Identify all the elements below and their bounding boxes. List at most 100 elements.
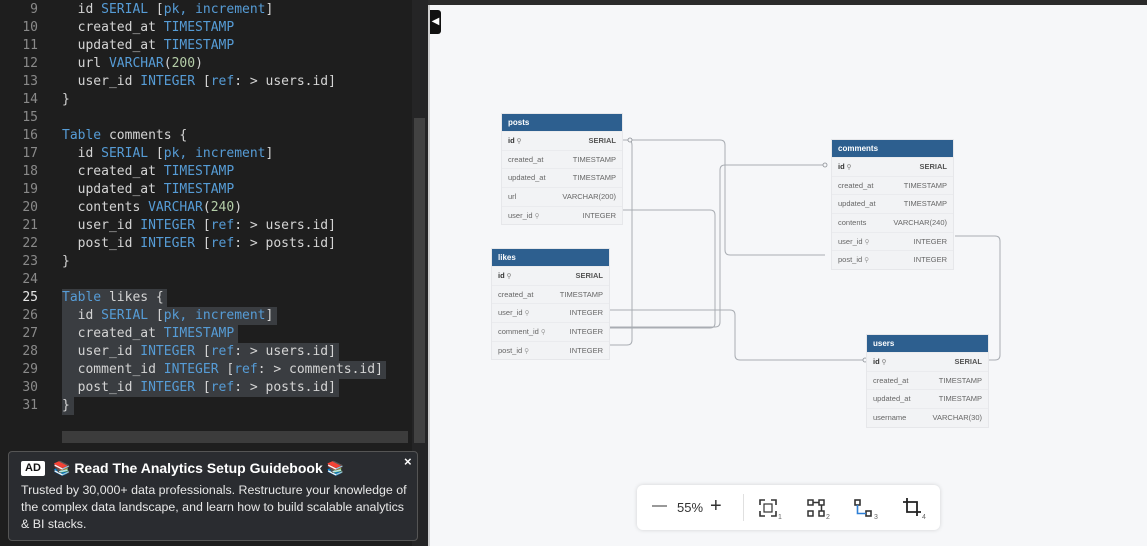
code-token: Table bbox=[62, 128, 102, 143]
table-field-row[interactable]: comment_id⚲INTEGER bbox=[492, 322, 609, 341]
code-token: 200 bbox=[171, 56, 196, 71]
table-field-row[interactable]: id⚲SERIAL bbox=[492, 266, 609, 285]
selection-highlight bbox=[62, 289, 168, 307]
code-line[interactable]: 24 bbox=[0, 271, 410, 289]
code-token: ) bbox=[195, 56, 203, 71]
code-line[interactable]: 10 created_at TIMESTAMP bbox=[0, 19, 410, 37]
table-field-row[interactable]: post_id⚲INTEGER bbox=[492, 340, 609, 360]
collapse-panel-button[interactable]: ◀ bbox=[430, 10, 441, 34]
code-token: INTEGER bbox=[140, 380, 196, 395]
code-line[interactable]: 30 post_id INTEGER [ref: > posts.id] bbox=[0, 379, 410, 397]
top-bar bbox=[428, 0, 1147, 5]
table-header[interactable]: likes bbox=[492, 249, 609, 266]
table-header[interactable]: users bbox=[867, 335, 988, 352]
code-line[interactable]: 19 updated_at TIMESTAMP bbox=[0, 181, 410, 199]
field-type: SERIAL bbox=[919, 162, 947, 171]
editor-horizontal-scrollbar[interactable] bbox=[62, 431, 408, 443]
close-icon[interactable]: × bbox=[404, 454, 412, 469]
table-field-row[interactable]: id⚲SERIAL bbox=[832, 157, 953, 176]
field-name: created_at bbox=[498, 286, 533, 304]
code-token: : > users.id] bbox=[234, 344, 336, 359]
code-token: TIMESTAMP bbox=[163, 164, 235, 179]
code-text: user_id INTEGER [ref: > users.id] bbox=[62, 73, 336, 91]
editor-scrollbar-thumb[interactable] bbox=[414, 118, 425, 443]
code-text: } bbox=[62, 91, 70, 109]
ad-banner[interactable]: AD 📚 Read The Analytics Setup Guidebook … bbox=[8, 451, 418, 541]
field-name-text: created_at bbox=[508, 154, 544, 164]
table-field-row[interactable]: user_id⚲INTEGER bbox=[492, 303, 609, 322]
code-token: INTEGER bbox=[140, 74, 196, 89]
table-header[interactable]: comments bbox=[832, 140, 953, 157]
fit-view-icon[interactable] bbox=[759, 499, 777, 517]
connector-style-icon[interactable] bbox=[854, 499, 872, 517]
code-line[interactable]: 17 id SERIAL [pk, increment] bbox=[0, 145, 410, 163]
diagram-toolbar: — 55% + 1 2 3 4 bbox=[637, 485, 940, 530]
code-line[interactable]: 12 url VARCHAR(200) bbox=[0, 55, 410, 73]
code-line[interactable]: 13 user_id INTEGER [ref: > users.id] bbox=[0, 73, 410, 91]
code-token: pk, increment bbox=[163, 308, 266, 323]
code-line[interactable]: 18 created_at TIMESTAMP bbox=[0, 163, 410, 181]
auto-arrange-icon[interactable] bbox=[807, 499, 825, 517]
field-name-text: updated_at bbox=[838, 199, 876, 209]
table-field-row[interactable]: user_id⚲INTEGER bbox=[502, 205, 622, 225]
field-name-text: id bbox=[508, 136, 515, 145]
selection-highlight bbox=[62, 397, 74, 415]
crop-icon[interactable] bbox=[903, 498, 921, 516]
code-line[interactable]: 23} bbox=[0, 253, 410, 271]
code-line[interactable]: 20 contents VARCHAR(240) bbox=[0, 199, 410, 217]
ref-endpoint bbox=[627, 137, 633, 143]
zoom-out-button[interactable]: — bbox=[652, 497, 667, 514]
code-line[interactable]: 22 post_id INTEGER [ref: > posts.id] bbox=[0, 235, 410, 253]
code-text: post_id INTEGER [ref: > posts.id] bbox=[62, 235, 336, 253]
code-line[interactable]: 29 comment_id INTEGER [ref: > comments.i… bbox=[0, 361, 410, 379]
code-line[interactable]: 9 id SERIAL [pk, increment] bbox=[0, 1, 410, 19]
code-token: Table bbox=[62, 290, 102, 305]
field-type: SERIAL bbox=[575, 271, 603, 280]
line-number: 30 bbox=[22, 380, 38, 395]
code-line[interactable]: 15 bbox=[0, 109, 410, 127]
code-editor[interactable]: 9 id SERIAL [pk, increment]10 created_at… bbox=[0, 0, 428, 546]
code-line[interactable]: 31} bbox=[0, 397, 410, 415]
relationship-lines bbox=[605, 137, 1001, 363]
field-type: TIMESTAMP bbox=[938, 375, 982, 385]
code-line[interactable]: 27 created_at TIMESTAMP bbox=[0, 325, 410, 343]
code-token: ( bbox=[163, 56, 172, 71]
pane-divider[interactable] bbox=[428, 5, 430, 546]
field-name: user_id⚲ bbox=[498, 304, 529, 323]
table-field-row[interactable]: user_id⚲INTEGER bbox=[832, 231, 953, 251]
zoom-in-button[interactable]: + bbox=[710, 495, 722, 517]
field-name-text: post_id bbox=[498, 345, 523, 355]
table-field-row[interactable]: id⚲SERIAL bbox=[502, 131, 622, 150]
table-header[interactable]: posts bbox=[502, 114, 622, 131]
table-field-row[interactable]: id⚲SERIAL bbox=[867, 352, 988, 371]
table-field-row[interactable]: post_id⚲INTEGER bbox=[832, 250, 953, 269]
field-type: INTEGER bbox=[913, 255, 947, 265]
code-token: ref bbox=[210, 380, 235, 395]
code-line[interactable]: 14} bbox=[0, 91, 410, 109]
code-line[interactable]: 21 user_id INTEGER [ref: > users.id] bbox=[0, 217, 410, 235]
code-line[interactable]: 26 id SERIAL [pk, increment] bbox=[0, 307, 410, 325]
ad-title[interactable]: 📚 Read The Analytics Setup Guidebook 📚 bbox=[53, 460, 345, 476]
field-type: VARCHAR(240) bbox=[893, 218, 947, 228]
code-line[interactable]: 11 updated_at TIMESTAMP bbox=[0, 37, 410, 55]
field-name-text: user_id bbox=[838, 236, 863, 246]
code-text: post_id INTEGER [ref: > posts.id] bbox=[62, 379, 336, 397]
code-line[interactable]: 28 user_id INTEGER [ref: > users.id] bbox=[0, 343, 410, 361]
